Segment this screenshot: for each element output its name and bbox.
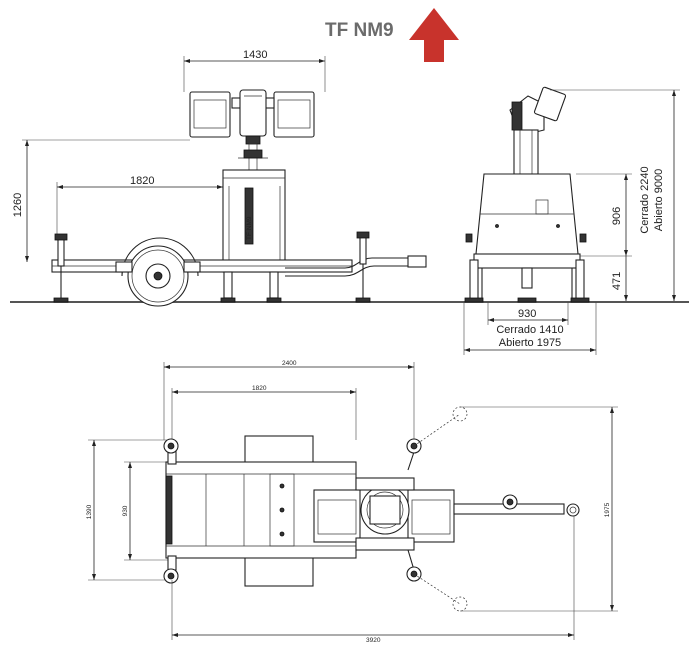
dim-track-width: 930 bbox=[518, 308, 536, 320]
dim-axle-height: 1260 bbox=[12, 193, 24, 217]
dim-outrigger-span: 1390 bbox=[86, 504, 93, 519]
dim-base-open: Abierto 1975 bbox=[499, 337, 561, 349]
elevation-view: 1430 1260 1820 TF NM9 bbox=[12, 49, 427, 307]
dim-outrigger-open: 1975 bbox=[604, 502, 611, 517]
dim-base-closed: Cerrado 1410 bbox=[496, 324, 563, 336]
dim-body-height: 906 bbox=[611, 207, 623, 225]
svg-text:TF NM9: TF NM9 bbox=[246, 216, 253, 240]
dim-top-axle-length: 1820 bbox=[252, 385, 267, 392]
dim-axle-length: 1820 bbox=[130, 175, 154, 187]
dim-lamp-width: 1430 bbox=[243, 49, 267, 61]
model-title: TF NM9 bbox=[325, 20, 394, 41]
dim-total-length: 3920 bbox=[366, 637, 381, 644]
dim-chassis-height: 471 bbox=[611, 272, 623, 290]
top-view: 2400 1820 1390 930 bbox=[86, 360, 618, 644]
dim-top-track-width: 930 bbox=[122, 505, 129, 516]
up-arrow-icon bbox=[409, 8, 459, 62]
dim-body-length: 2400 bbox=[282, 360, 297, 367]
dim-closed-height: Cerrado 2240 bbox=[639, 166, 651, 233]
dim-open-height: Abierto 9000 bbox=[653, 169, 665, 231]
rear-view: 906 471 Cerrado 2240 Abierto 9000 930 Ce… bbox=[463, 86, 680, 355]
